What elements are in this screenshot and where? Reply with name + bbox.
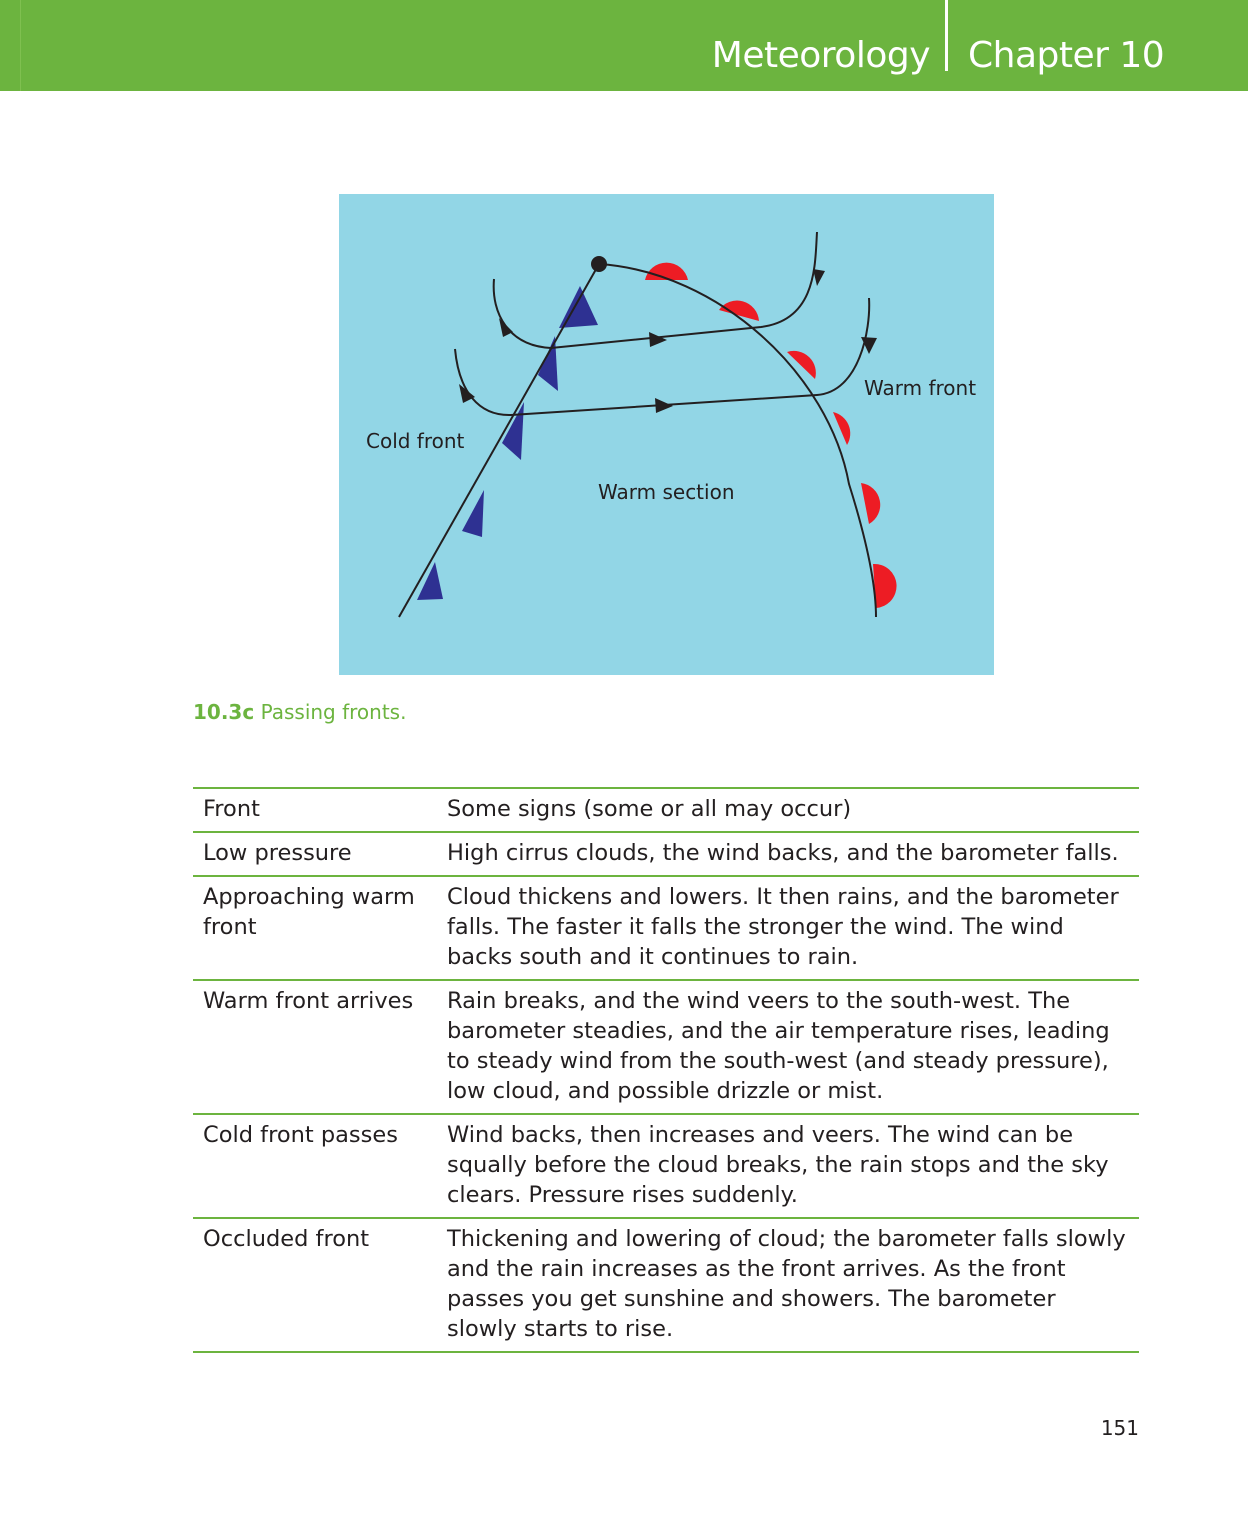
warm-front-label: Warm front	[864, 376, 976, 400]
table-row: Warm front arrives Rain breaks, and the …	[193, 980, 1139, 1114]
signs-cell: High cirrus clouds, the wind backs, and …	[439, 832, 1139, 876]
signs-cell: Wind backs, then increases and veers. Th…	[439, 1114, 1139, 1218]
figure-caption: 10.3c Passing fronts.	[193, 700, 406, 724]
signs-cell: Cloud thickens and lowers. It then rains…	[439, 876, 1139, 980]
table-header-cell: Some signs (some or all may occur)	[439, 788, 1139, 832]
table-row: Occluded front Thickening and lowering o…	[193, 1218, 1139, 1352]
weather-signs-table: Front Some signs (some or all may occur)…	[193, 787, 1139, 1353]
header-section-title: Meteorology	[712, 30, 930, 82]
signs-cell: Rain breaks, and the wind veers to the s…	[439, 980, 1139, 1114]
fronts-diagram-svg: Cold front Warm front Warm section	[339, 194, 994, 675]
table-row: Approaching warm front Cloud thickens an…	[193, 876, 1139, 980]
table-row: Cold front passes Wind backs, then incre…	[193, 1114, 1139, 1218]
low-pressure-centre	[591, 256, 607, 272]
header-divider	[945, 0, 948, 71]
front-cell: Cold front passes	[193, 1114, 439, 1218]
caption-text: Passing fronts.	[261, 700, 407, 724]
header-edge	[20, 0, 21, 91]
table-header-row: Front Some signs (some or all may occur)	[193, 788, 1139, 832]
table-header-cell: Front	[193, 788, 439, 832]
front-cell: Occluded front	[193, 1218, 439, 1352]
warm-section-label: Warm section	[598, 480, 735, 504]
front-cell: Warm front arrives	[193, 980, 439, 1114]
header-chapter-title: Chapter 10	[968, 30, 1164, 82]
caption-number: 10.3c	[193, 700, 254, 724]
table-row: Low pressure High cirrus clouds, the win…	[193, 832, 1139, 876]
front-cell: Approaching warm front	[193, 876, 439, 980]
fronts-diagram: Cold front Warm front Warm section	[339, 194, 994, 675]
header-bar: Meteorology Chapter 10	[0, 0, 1248, 91]
signs-cell: Thickening and lowering of cloud; the ba…	[439, 1218, 1139, 1352]
front-cell: Low pressure	[193, 832, 439, 876]
cold-front-label: Cold front	[366, 429, 465, 453]
page-number: 151	[1101, 1416, 1139, 1440]
